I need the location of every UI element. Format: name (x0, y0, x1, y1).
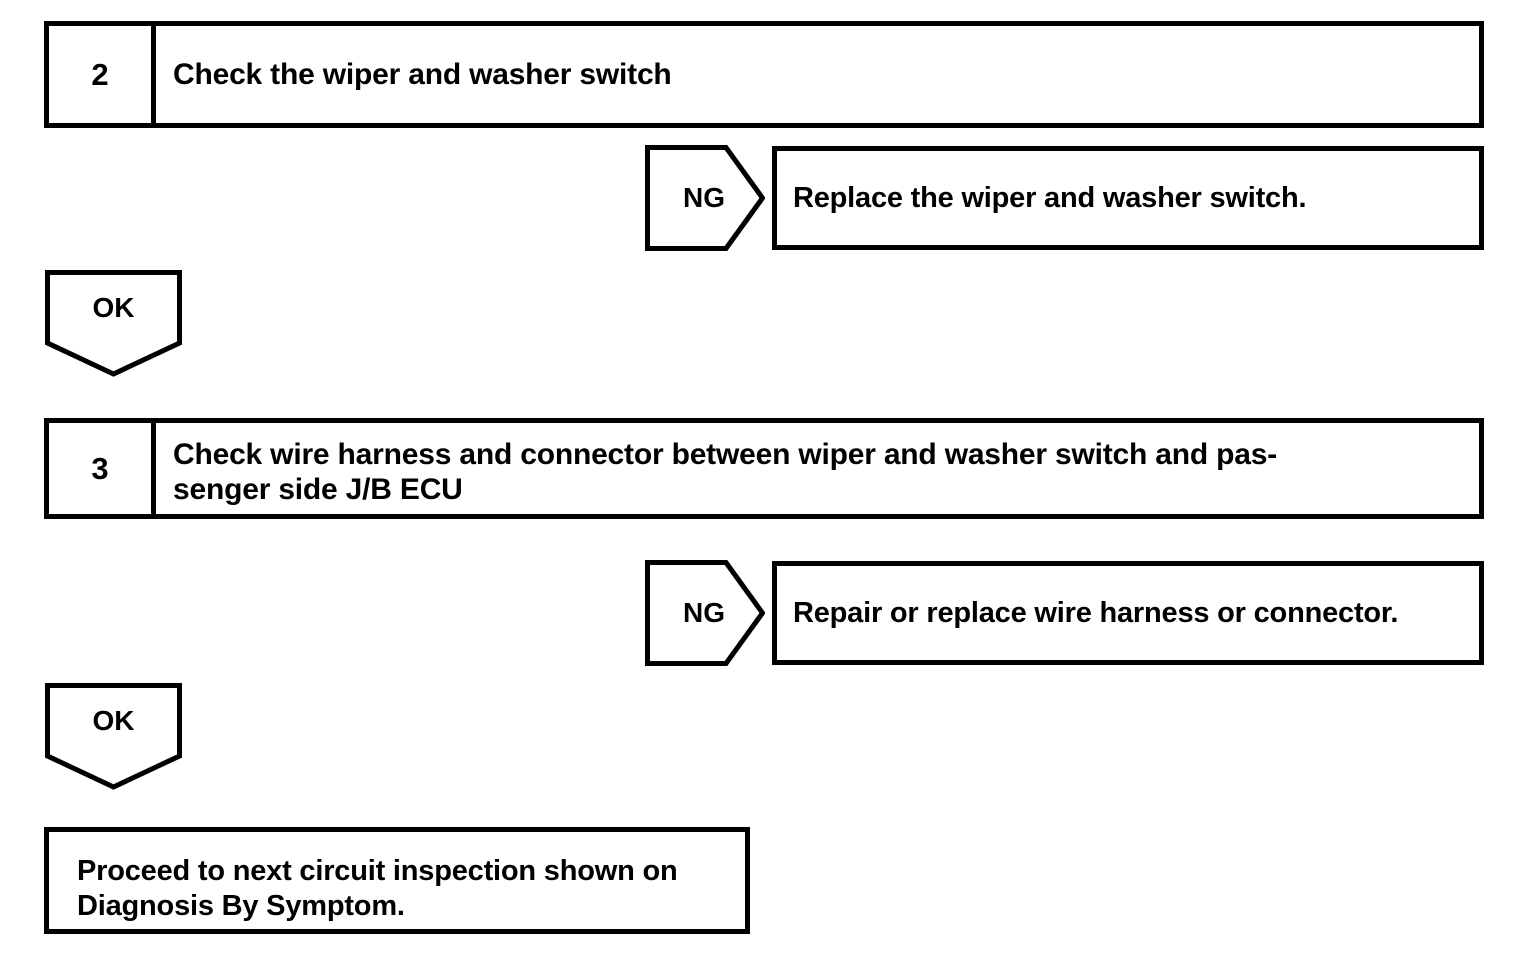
ng-flag-2-shape (645, 560, 765, 666)
ng-flag-2: NG (645, 560, 765, 666)
ok-flag-2: OK (45, 683, 182, 790)
step-title-2: Check the wiper and washer switch (173, 57, 672, 91)
step-number-3: 3 (49, 423, 156, 514)
ng-flag-1-shape (645, 145, 765, 251)
final-result-line2: Diagnosis By Symptom. (77, 889, 405, 922)
step-box-2: 2 Check the wiper and washer switch (44, 21, 1484, 128)
ng-flag-1-label: NG (683, 182, 725, 213)
ng-flag-1: NG (645, 145, 765, 251)
final-result-box: Proceed to next circuit inspection shown… (44, 827, 750, 934)
final-result-line1: Proceed to next circuit inspection shown… (77, 855, 678, 887)
ok-flag-1-shape (45, 270, 182, 377)
step-title-3: Check wire harness and connector between… (156, 423, 1479, 514)
step-number-2: 2 (49, 26, 156, 123)
step-box-3: 3 Check wire harness and connector betwe… (44, 418, 1484, 519)
ng-flag-2-label: NG (683, 597, 725, 628)
step-title-3-line2: senger side J/B ECU (173, 473, 463, 507)
ok-flag-1: OK (45, 270, 182, 377)
ng-result-box-1: Replace the wiper and washer switch. (772, 146, 1484, 250)
ok-flag-2-label: OK (92, 705, 135, 736)
ok-flag-2-shape (45, 683, 182, 790)
ok-flag-1-label: OK (92, 292, 135, 323)
step-title-3-line1: Check wire harness and connector between… (173, 438, 1278, 471)
ng-result-box-2: Repair or replace wire harness or connec… (772, 561, 1484, 665)
